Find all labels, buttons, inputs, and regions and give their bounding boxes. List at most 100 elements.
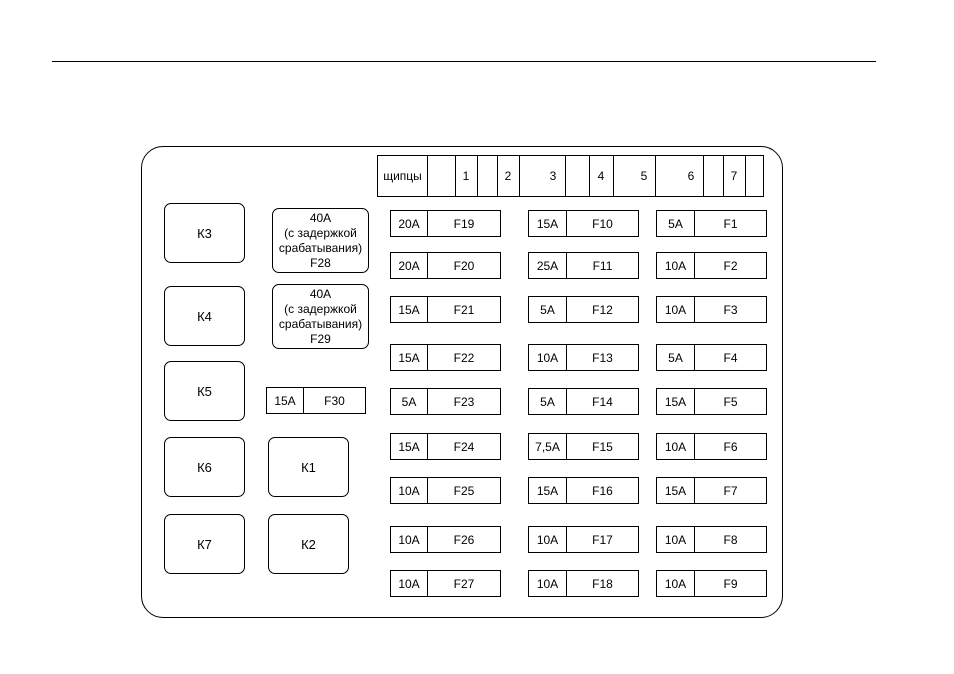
fuse-f13-id: F13 xyxy=(592,350,613,365)
strip-divider xyxy=(477,156,478,196)
fuse-f18-id: F18 xyxy=(592,576,613,591)
fuse-f5-id: F5 xyxy=(723,394,738,409)
slot-6-label: 6 xyxy=(687,169,695,183)
fuse-f30-id: F30 xyxy=(324,393,345,408)
fuse-f7-id: F7 xyxy=(723,483,738,498)
slot-3-label: 3 xyxy=(549,169,557,183)
top-divider xyxy=(52,61,876,62)
fuse-f16: 15А F16 xyxy=(528,477,639,504)
fuse-f12-rating: 5А xyxy=(529,297,567,322)
relay-k1: К1 xyxy=(268,437,349,497)
fuse-f15-rating: 7,5А xyxy=(529,434,567,459)
fuse-f1: 5А F1 xyxy=(656,210,767,237)
relay-k3-label: К3 xyxy=(197,225,212,241)
fuse-f4-rating: 5А xyxy=(657,345,695,370)
fuse-f28-note-1: (с задержкой xyxy=(284,225,357,240)
fuse-f23-rating: 5А xyxy=(391,389,428,414)
fuse-f28-rating: 40А xyxy=(309,210,332,225)
fuse-f8: 10А F8 xyxy=(656,526,767,553)
relay-k4-label: К4 xyxy=(197,308,212,324)
fuse-f8-id: F8 xyxy=(723,532,738,547)
fuse-f16-id: F16 xyxy=(592,483,613,498)
fuse-f9-id: F9 xyxy=(723,576,738,591)
fuse-f5-rating: 15А xyxy=(657,389,695,414)
fuse-f29-note-2: срабатывания) xyxy=(278,316,363,331)
fuse-f16-rating: 15А xyxy=(529,478,567,503)
fuse-f1-id: F1 xyxy=(723,216,738,231)
fuse-f17-id: F17 xyxy=(592,532,613,547)
fuse-f29: 40А (с задержкой срабатывания) F29 xyxy=(272,284,369,349)
fuse-f2-id: F2 xyxy=(723,258,738,273)
fuse-f5: 15А F5 xyxy=(656,388,767,415)
fuse-f29-rating: 40А xyxy=(309,286,332,301)
relay-k6: К6 xyxy=(164,437,245,497)
fuse-f14: 5А F14 xyxy=(528,388,639,415)
fuse-f26-id: F26 xyxy=(453,532,475,547)
fuse-f28: 40А (с задержкой срабатывания) F28 xyxy=(272,208,369,273)
fuse-f28-id: F28 xyxy=(310,255,331,270)
fuse-f7: 15А F7 xyxy=(656,477,767,504)
fuse-f3: 10А F3 xyxy=(656,296,767,323)
fuse-f4: 5А F4 xyxy=(656,344,767,371)
fuse-f14-id: F14 xyxy=(592,394,613,409)
slot-1-label: 1 xyxy=(462,169,470,183)
fuse-f15-id: F15 xyxy=(592,439,613,454)
relay-k7: К7 xyxy=(164,514,245,574)
fuse-f20-rating: 20А xyxy=(391,253,428,278)
fuse-f11-id: F11 xyxy=(592,258,613,273)
fuse-f25-id: F25 xyxy=(453,483,475,498)
fuse-f7-rating: 15А xyxy=(657,478,695,503)
slot-2-label: 2 xyxy=(504,169,512,183)
fuse-f1-rating: 5А xyxy=(657,211,695,236)
fuse-f27-rating: 10А xyxy=(391,571,428,596)
fuse-f30: 15А F30 xyxy=(266,387,366,414)
fuse-f14-rating: 5А xyxy=(529,389,567,414)
fuse-f29-note-1: (с задержкой xyxy=(284,301,357,316)
fuse-f10-id: F10 xyxy=(592,216,613,231)
relay-k5-label: К5 xyxy=(197,383,212,399)
fuse-f23-id: F23 xyxy=(453,394,475,409)
fuse-f4-id: F4 xyxy=(723,350,738,365)
fuse-f18: 10А F18 xyxy=(528,570,639,597)
fuse-f22-id: F22 xyxy=(453,350,475,365)
relay-k3: К3 xyxy=(164,203,245,263)
tweezers-strip: щипцы 1 2 3 4 5 6 7 xyxy=(377,155,764,197)
fuse-f3-rating: 10А xyxy=(657,297,695,322)
strip-divider xyxy=(497,156,498,196)
strip-divider xyxy=(427,156,428,196)
tweezers-label: щипцы xyxy=(383,169,422,183)
strip-divider xyxy=(655,156,656,196)
fuse-f18-rating: 10А xyxy=(529,571,567,596)
relay-k6-label: К6 xyxy=(197,459,212,475)
fuse-f30-rating: 15А xyxy=(267,388,304,413)
slot-5-label: 5 xyxy=(640,169,648,183)
fuse-f23: 5А F23 xyxy=(390,388,501,415)
relay-k4: К4 xyxy=(164,286,245,346)
strip-divider xyxy=(723,156,724,196)
fuse-f27: 10А F27 xyxy=(390,570,501,597)
fuse-f27-id: F27 xyxy=(453,576,475,591)
fuse-f26-rating: 10А xyxy=(391,527,428,552)
fuse-f3-id: F3 xyxy=(723,302,738,317)
slot-7-label: 7 xyxy=(730,169,738,183)
fuse-f8-rating: 10А xyxy=(657,527,695,552)
strip-divider xyxy=(703,156,704,196)
fuse-f26: 10А F26 xyxy=(390,526,501,553)
strip-divider xyxy=(613,156,614,196)
fuse-f15: 7,5А F15 xyxy=(528,433,639,460)
fuse-f6-id: F6 xyxy=(723,439,738,454)
fuse-f9-rating: 10А xyxy=(657,571,695,596)
fuse-f28-note-2: срабатывания) xyxy=(278,240,363,255)
strip-divider xyxy=(455,156,456,196)
